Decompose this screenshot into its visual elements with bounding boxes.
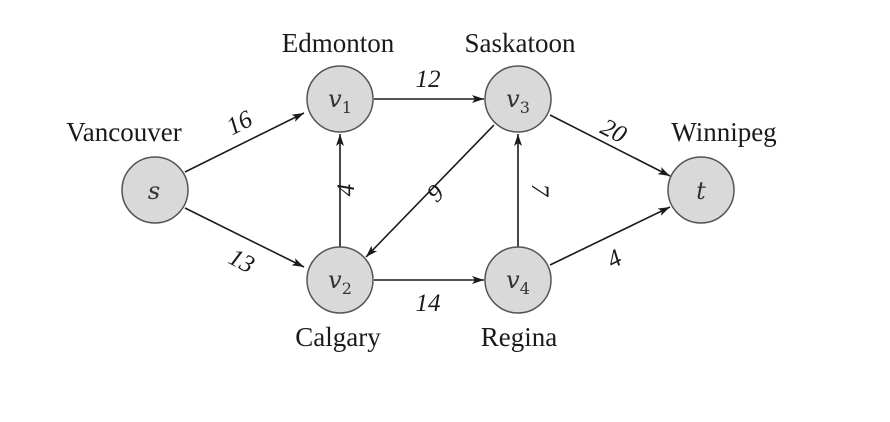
edge-s-v2	[184, 207, 305, 268]
node-v1-label: v1	[328, 85, 352, 117]
city-label-calgary: Calgary	[295, 322, 381, 352]
capacity-label-v4-v3: 7	[526, 184, 553, 198]
node-v3: v3	[484, 65, 552, 133]
capacity-label-v3-t: 20	[596, 114, 631, 150]
capacity-label-s-v1: 16	[222, 105, 257, 141]
capacity-label-v4-t: 4	[603, 244, 626, 274]
capacity-label-v2-v4: 14	[416, 290, 441, 317]
node-s: s	[121, 156, 189, 224]
node-v4: v4	[484, 246, 552, 314]
city-label-winnipeg: Winnipeg	[671, 117, 776, 147]
node-v4-label: v4	[506, 266, 530, 298]
capacity-label-v3-v2: 9	[422, 179, 450, 207]
edge-v3-t	[549, 114, 671, 177]
node-v3-label: v3	[506, 85, 530, 117]
node-v2: v2	[306, 246, 374, 314]
capacity-label-s-v2: 13	[224, 244, 259, 279]
capacity-label-v1-v3: 12	[416, 66, 441, 93]
node-t-label: t	[696, 177, 706, 205]
city-label-edmonton: Edmonton	[282, 28, 395, 58]
node-t: t	[667, 156, 735, 224]
edge-v3-v2	[365, 124, 495, 258]
city-label-saskatoon: Saskatoon	[465, 28, 576, 58]
edge-v4-t	[549, 206, 671, 266]
city-label-regina: Regina	[481, 322, 557, 352]
edge-s-v1	[184, 112, 305, 173]
node-v1: v1	[306, 65, 374, 133]
city-label-vancouver: Vancouver	[66, 117, 181, 147]
capacity-label-v2-v1: 4	[333, 184, 360, 197]
node-v2-label: v2	[328, 266, 352, 298]
node-s-label: s	[148, 177, 160, 205]
